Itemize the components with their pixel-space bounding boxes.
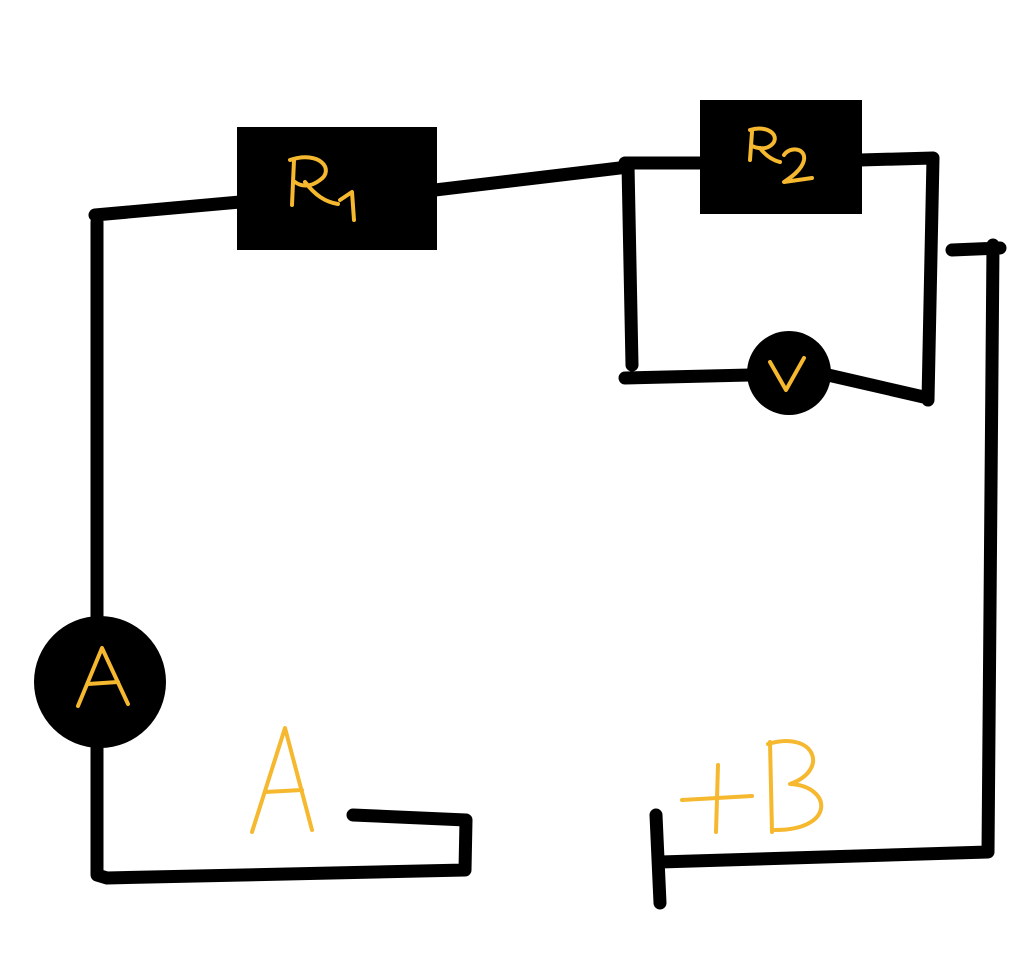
wire-r2-right — [853, 151, 940, 407]
ammeter — [34, 616, 166, 748]
terminal-b-plate — [649, 808, 667, 910]
voltmeter-label — [768, 356, 806, 392]
wire-voltmeter-right — [821, 368, 935, 405]
wire-voltmeter-left — [618, 158, 757, 385]
voltmeter — [747, 331, 831, 415]
resistor-r2-body — [700, 100, 862, 214]
resistor-r2-label — [748, 126, 814, 184]
wire-right-side — [653, 238, 1007, 869]
wire-r1-to-junction — [428, 160, 635, 197]
resistor-r1 — [237, 127, 437, 250]
resistor-r1-label — [288, 155, 356, 222]
terminal-b-label — [680, 739, 824, 834]
resistor-r2 — [700, 100, 862, 214]
wire-bottom-left — [90, 733, 473, 885]
wire-left-top — [88, 195, 247, 632]
resistor-r1-body — [237, 127, 437, 250]
voltmeter-body — [747, 331, 831, 415]
ammeter-label — [76, 646, 130, 708]
terminal-a-label — [250, 726, 314, 834]
wires — [88, 151, 1007, 910]
